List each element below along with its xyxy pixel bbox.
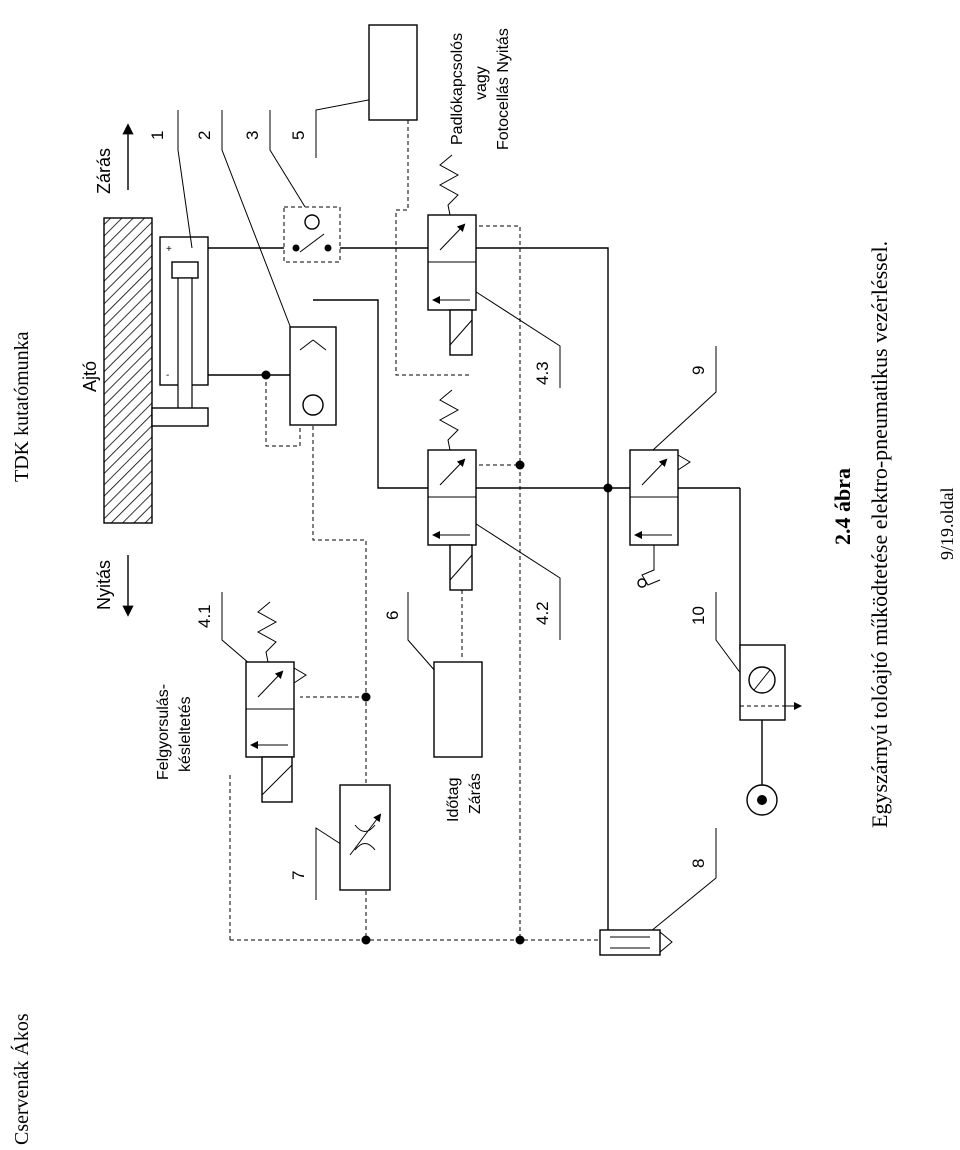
figure-caption: Egyszárnyú tolóajtó működtetése elektro-… [867, 241, 892, 828]
accel-label-1: Felgyorsulás- [155, 684, 172, 780]
sensor-label-1: Padlókapcsolós [449, 33, 466, 145]
timer-box [433, 661, 483, 758]
throttle-7 [339, 784, 391, 891]
gauge-10 [739, 644, 802, 721]
num-5: 5 [289, 131, 308, 140]
num-3: 3 [243, 131, 262, 140]
cylinder-rod-end [151, 407, 209, 427]
cylinder-plus: + [166, 244, 172, 255]
num-42: 4.2 [533, 601, 552, 625]
author-name: Cservenák Ákos [10, 1013, 33, 1145]
timer-label-2: Zárás [467, 773, 484, 814]
throttle-check-3 [283, 206, 341, 263]
pilot-lines [229, 120, 600, 941]
supply-unit-8 [599, 929, 673, 956]
sensor-label-3: Fotocellás Nyitás [495, 28, 512, 150]
shuttle-valve-2 [289, 326, 337, 426]
figure-number: 2.4 ábra [830, 468, 855, 545]
closing-label: Zárás [94, 148, 114, 194]
header-title: TDK kutatómunka [11, 331, 33, 482]
num-43: 4.3 [533, 361, 552, 385]
opening-label: Nyitás [94, 560, 114, 610]
sensor-box [368, 24, 418, 121]
valve-9 [629, 449, 691, 588]
num-41: 4.1 [195, 604, 214, 628]
num-2: 2 [195, 131, 214, 140]
accel-label-2: késleltetés [177, 696, 194, 772]
cylinder-rod [177, 277, 193, 411]
valve-4-1 [245, 601, 307, 803]
num-10: 10 [689, 606, 708, 625]
num-1: 1 [148, 131, 167, 140]
num-6: 6 [383, 611, 402, 620]
cylinder-minus: - [166, 370, 169, 381]
num-8: 8 [689, 859, 708, 868]
cylinder-piston [171, 261, 199, 279]
sensor-label-2: vagy [473, 66, 490, 100]
num-9: 9 [689, 366, 708, 375]
num-7: 7 [289, 871, 308, 880]
door-body [103, 217, 153, 524]
valve-4-3 [427, 154, 477, 356]
timer-label-1: Időtag [445, 778, 462, 822]
door-label: Ajtó [80, 361, 100, 392]
valve-4-2 [427, 389, 477, 591]
page-number: 9/19.oldal [937, 488, 957, 561]
pressure-source [746, 784, 778, 816]
